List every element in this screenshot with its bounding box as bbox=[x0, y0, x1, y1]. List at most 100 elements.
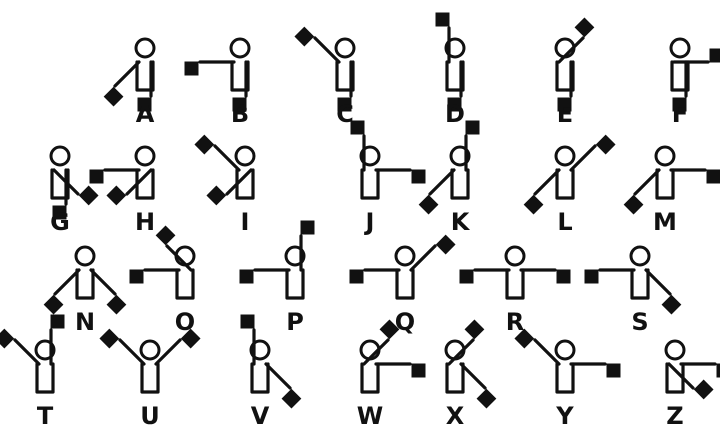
left-flag bbox=[107, 186, 125, 204]
left-flag bbox=[596, 135, 614, 153]
torso bbox=[507, 270, 523, 298]
letter-label: M bbox=[653, 208, 677, 236]
semaphore-figure-h: H bbox=[90, 147, 155, 236]
right-flag bbox=[351, 121, 364, 134]
left-flag bbox=[412, 364, 425, 377]
right-arm bbox=[669, 364, 693, 388]
semaphore-figure-a: A bbox=[104, 39, 154, 128]
semaphore-figure-y: Y bbox=[515, 329, 620, 430]
right-flag bbox=[130, 270, 143, 283]
letter-label: T bbox=[37, 402, 54, 430]
right-flag bbox=[295, 27, 313, 45]
torso bbox=[252, 364, 268, 392]
left-flag bbox=[662, 295, 680, 313]
right-flag bbox=[585, 270, 598, 283]
head bbox=[136, 147, 154, 165]
head bbox=[631, 247, 649, 265]
semaphore-figure-l: L bbox=[524, 135, 614, 236]
right-arm bbox=[55, 270, 79, 294]
left-flag bbox=[412, 170, 425, 183]
torso bbox=[362, 364, 378, 392]
left-flag bbox=[477, 389, 495, 407]
semaphore-figure-g: G bbox=[50, 147, 98, 236]
letter-label: P bbox=[286, 308, 304, 336]
head bbox=[556, 341, 574, 359]
head bbox=[556, 147, 574, 165]
torso bbox=[557, 364, 573, 392]
left-flag bbox=[436, 235, 454, 253]
left-arm bbox=[91, 270, 115, 294]
right-flag bbox=[694, 380, 712, 398]
torso bbox=[632, 270, 648, 298]
semaphore-figure-x: X bbox=[446, 320, 496, 430]
right-flag bbox=[44, 295, 62, 313]
letter-label: Q bbox=[395, 308, 415, 336]
right-flag bbox=[419, 195, 437, 213]
semaphore-figure-b: B bbox=[185, 39, 249, 128]
torso bbox=[177, 270, 193, 298]
torso bbox=[287, 270, 303, 298]
left-flag bbox=[282, 389, 300, 407]
letter-label: F bbox=[672, 100, 688, 128]
right-arm bbox=[535, 170, 559, 194]
right-flag bbox=[185, 62, 198, 75]
semaphore-figure-t: T bbox=[0, 315, 64, 430]
head bbox=[141, 341, 159, 359]
letter-label: Z bbox=[666, 402, 683, 430]
letter-label: L bbox=[557, 208, 572, 236]
letter-label: N bbox=[75, 308, 95, 336]
semaphore-figure-o: O bbox=[130, 226, 195, 336]
right-flag bbox=[436, 13, 449, 26]
right-flag bbox=[0, 329, 14, 347]
semaphore-figure-i: I bbox=[195, 135, 254, 236]
head bbox=[506, 247, 524, 265]
right-flag bbox=[90, 170, 103, 183]
right-flag bbox=[195, 135, 213, 153]
right-flag bbox=[575, 18, 593, 36]
semaphore-figure-j: J bbox=[351, 121, 425, 236]
letter-label: U bbox=[140, 402, 160, 430]
letter-label: W bbox=[357, 402, 383, 430]
right-flag bbox=[710, 49, 720, 62]
left-arm bbox=[646, 270, 670, 294]
letter-label: H bbox=[135, 208, 155, 236]
torso bbox=[447, 364, 463, 392]
letter-label: I bbox=[241, 208, 250, 236]
left-arm bbox=[266, 364, 290, 388]
right-flag bbox=[100, 329, 118, 347]
torso bbox=[37, 364, 53, 392]
torso bbox=[557, 170, 573, 198]
left-flag bbox=[557, 270, 570, 283]
right-flag bbox=[241, 315, 254, 328]
letter-label: E bbox=[557, 100, 573, 128]
torso bbox=[657, 170, 673, 198]
letter-label: B bbox=[231, 100, 249, 128]
right-flag bbox=[460, 270, 473, 283]
head bbox=[136, 39, 154, 57]
semaphore-figure-s: S bbox=[585, 247, 681, 336]
left-arm bbox=[227, 170, 251, 194]
head bbox=[666, 341, 684, 359]
head bbox=[396, 247, 414, 265]
left-flag bbox=[301, 221, 314, 234]
torso bbox=[452, 170, 468, 198]
semaphore-figure-d: D bbox=[436, 13, 465, 128]
letter-label: G bbox=[50, 208, 70, 236]
semaphore-figure-e: E bbox=[556, 18, 594, 128]
letter-label: X bbox=[446, 402, 465, 430]
right-flag bbox=[524, 195, 542, 213]
letter-label: S bbox=[631, 308, 648, 336]
torso bbox=[142, 364, 158, 392]
head bbox=[671, 39, 689, 57]
left-flag bbox=[107, 295, 125, 313]
torso bbox=[77, 270, 93, 298]
semaphore-figure-q: Q bbox=[350, 235, 455, 336]
head bbox=[336, 39, 354, 57]
head bbox=[656, 147, 674, 165]
right-arm bbox=[635, 170, 659, 194]
torso bbox=[362, 170, 378, 198]
left-flag bbox=[466, 121, 479, 134]
semaphore-figure-u: U bbox=[100, 329, 200, 430]
left-flag bbox=[207, 186, 225, 204]
